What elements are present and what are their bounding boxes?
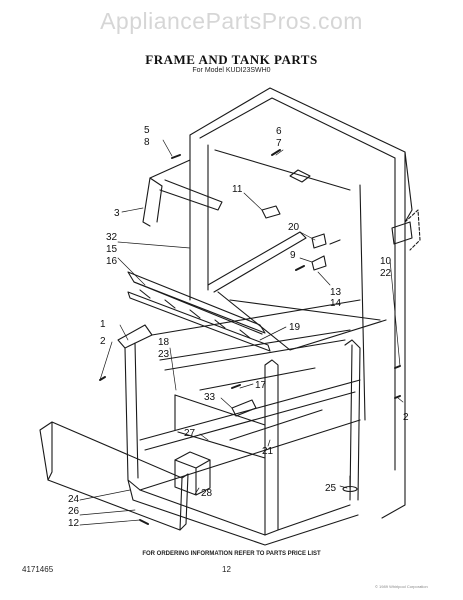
callout-24: 24	[68, 494, 80, 505]
leveling-leg	[342, 475, 358, 493]
callout-26: 26	[68, 506, 80, 517]
callout-12: 12	[68, 518, 80, 529]
callout-27: 27	[184, 428, 196, 439]
copyright-line: © 1989 Whirlpool Corporation	[375, 584, 428, 589]
model-line: For Model KUDI23SWH0	[192, 67, 271, 74]
page-title: FRAME AND TANK PARTS	[145, 52, 318, 67]
callout-32: 32	[106, 232, 118, 243]
callout-13: 13	[330, 287, 342, 298]
callout-7: 7	[276, 138, 282, 149]
document-number: 4171465	[22, 565, 54, 574]
callout-10: 10	[380, 256, 392, 267]
tank-outline	[189, 87, 413, 519]
callout-28: 28	[201, 488, 213, 499]
callout-labels: 5 8 6 7 11 3 32 15 16 20 9 10 22 13 14 1…	[68, 125, 409, 529]
motor-block	[174, 451, 211, 496]
watermark: AppliancePartsPros.com	[100, 8, 363, 34]
front-frame	[117, 299, 361, 546]
callout-22: 22	[380, 268, 392, 279]
callout-5: 5	[144, 125, 150, 136]
toe-panel	[39, 421, 189, 531]
callout-18: 18	[158, 337, 170, 348]
callout-23: 23	[158, 349, 170, 360]
callout-1: 1	[100, 319, 106, 330]
callout-14: 14	[330, 298, 342, 309]
door-channel	[142, 159, 223, 227]
callout-19: 19	[289, 322, 301, 333]
rail-assembly	[127, 231, 387, 352]
leader-lines	[79, 139, 404, 526]
callout-2a: 2	[100, 336, 106, 347]
callout-16: 16	[106, 256, 118, 267]
bracket-33	[231, 399, 257, 417]
right-bracket	[391, 209, 421, 251]
callout-21: 21	[262, 446, 274, 457]
page-number: 12	[222, 565, 231, 574]
callout-2b: 2	[403, 412, 409, 423]
callout-20: 20	[288, 222, 300, 233]
ordering-note: FOR ORDERING INFORMATION REFER TO PARTS …	[142, 551, 321, 557]
screws	[99, 149, 401, 525]
base-members	[174, 367, 323, 459]
callout-11: 11	[232, 184, 243, 195]
callout-17: 17	[255, 380, 267, 391]
callout-15: 15	[106, 244, 118, 255]
callout-6: 6	[276, 126, 282, 137]
callout-8: 8	[144, 137, 150, 148]
callout-25: 25	[325, 483, 337, 494]
callout-9: 9	[290, 250, 296, 261]
callout-33: 33	[204, 392, 216, 403]
callout-3: 3	[114, 208, 120, 219]
